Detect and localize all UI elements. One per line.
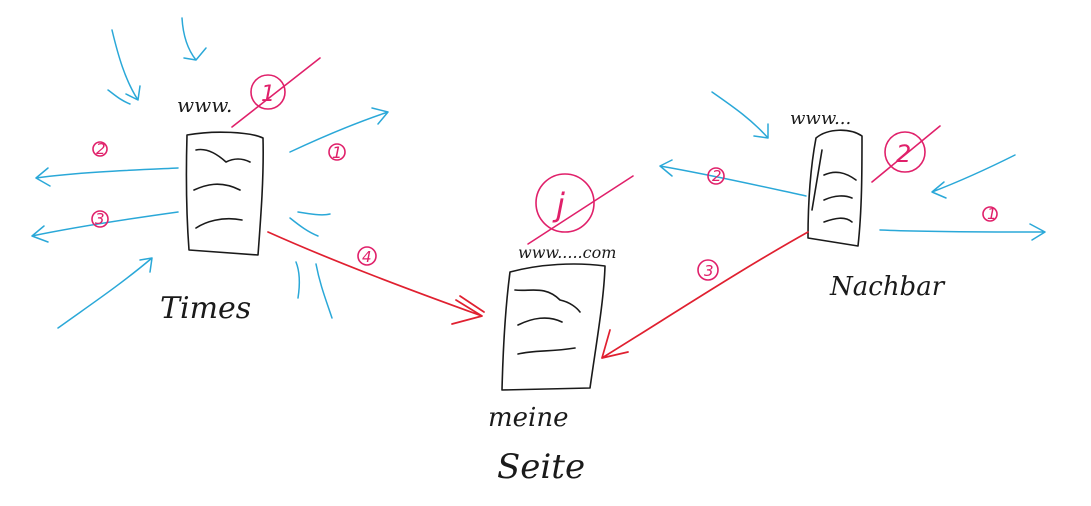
node-nachbar: www... Nachbar 2 2 1 bbox=[659, 91, 1046, 302]
times-incoming-links bbox=[57, 17, 333, 329]
meine-seite-page-icon bbox=[501, 263, 606, 391]
node-times: www. Times 1 1 2 3 bbox=[31, 17, 389, 329]
meine-seite-label-line2: Seite bbox=[497, 447, 585, 487]
svg-text:1: 1 bbox=[261, 82, 275, 107]
svg-text:2: 2 bbox=[896, 140, 911, 168]
nachbar-to-meine-label: 3 bbox=[704, 262, 714, 280]
meine-seite-rank-marker: j bbox=[527, 173, 634, 245]
nachbar-outgoing-links bbox=[659, 159, 1046, 241]
times-to-meine-label: 4 bbox=[362, 248, 372, 266]
nachbar-incoming-links bbox=[711, 91, 1016, 199]
times-out-label-left-bottom: 3 bbox=[95, 210, 105, 228]
times-rank-marker: 1 bbox=[231, 57, 321, 128]
link-times-to-meine-seite bbox=[267, 231, 485, 325]
link-nachbar-to-meine-seite bbox=[601, 231, 809, 359]
times-url: www. bbox=[177, 93, 232, 117]
nachbar-url: www... bbox=[790, 108, 851, 129]
meine-seite-url: www.....com bbox=[518, 243, 616, 262]
svg-text:j: j bbox=[552, 186, 565, 224]
times-label: Times bbox=[160, 291, 251, 326]
times-page-icon bbox=[185, 131, 264, 256]
times-outgoing-links bbox=[31, 107, 389, 243]
times-out-label-left-top: 2 bbox=[96, 140, 106, 158]
nachbar-out-label-left: 2 bbox=[712, 167, 722, 185]
nachbar-rank-marker: 2 bbox=[871, 125, 941, 183]
nachbar-label: Nachbar bbox=[829, 272, 946, 302]
meine-seite-label-line1: meine bbox=[488, 403, 569, 433]
nachbar-out-label-right: 1 bbox=[987, 205, 997, 223]
node-meine-seite: www.....com meine Seite j bbox=[488, 173, 634, 487]
links-to-meine-seite bbox=[267, 231, 809, 359]
times-out-label-right: 1 bbox=[332, 143, 342, 162]
nachbar-page-icon bbox=[807, 129, 863, 247]
